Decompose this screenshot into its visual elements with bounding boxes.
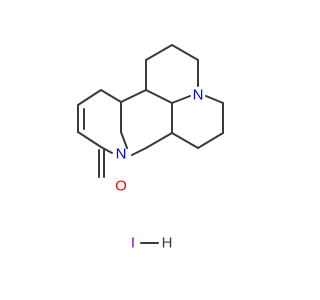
- bond: [205, 95, 224, 104]
- bond: [145, 132, 173, 149]
- hydrogen-atom-label: H: [162, 235, 173, 252]
- bond: [120, 89, 147, 103]
- bond: [145, 44, 173, 61]
- bond: [77, 131, 102, 148]
- nitrogen-atom-label: N: [116, 146, 127, 163]
- oxygen-atom-label: O: [115, 178, 127, 195]
- bond: [131, 147, 147, 156]
- bond: [120, 131, 128, 149]
- bond: [145, 89, 173, 104]
- bond: [197, 132, 224, 149]
- bond-lines: [77, 44, 224, 178]
- bond: [171, 95, 191, 104]
- bond: [100, 89, 122, 103]
- bond: [171, 132, 199, 149]
- nitrogen-atom-label: N: [193, 87, 204, 104]
- bond: [171, 44, 199, 61]
- structure-canvas: N N O I H: [77, 44, 224, 252]
- iodine-atom-label: I: [131, 235, 135, 252]
- bond: [100, 146, 113, 154]
- bond: [77, 89, 102, 106]
